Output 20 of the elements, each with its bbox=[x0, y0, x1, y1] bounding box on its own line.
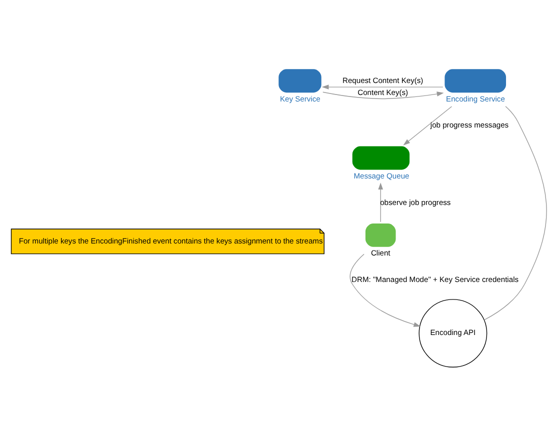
arrow bbox=[322, 84, 444, 90]
node-label: Encoding Service bbox=[446, 94, 505, 104]
node-box bbox=[365, 224, 396, 247]
node-label: Message Queue bbox=[354, 172, 410, 181]
edge-label: job progress messages bbox=[430, 120, 509, 130]
edge-label: DRM: "Managed Mode" + Key Service credentials bbox=[352, 274, 519, 284]
node-circle: Encoding API bbox=[418, 299, 488, 368]
edge-label: Request Content Key(s) bbox=[342, 76, 424, 85]
arrow bbox=[403, 106, 452, 146]
node-label: Key Service bbox=[280, 94, 320, 104]
arrow bbox=[350, 254, 421, 327]
connector bbox=[484, 106, 547, 320]
arrow bbox=[378, 182, 384, 222]
node-label: Client bbox=[370, 248, 390, 258]
node-box bbox=[278, 69, 322, 93]
node-box bbox=[444, 69, 506, 93]
edge-label: observe job progress bbox=[380, 198, 451, 207]
arrow bbox=[322, 92, 444, 100]
edge-label: Content Key(s) bbox=[358, 88, 408, 98]
node-box bbox=[352, 146, 410, 170]
